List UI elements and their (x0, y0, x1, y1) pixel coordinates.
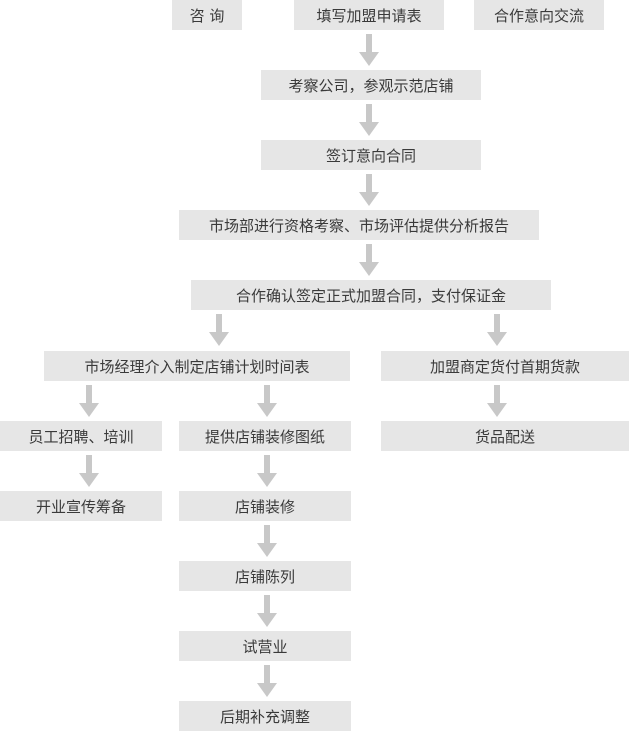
step-sign-intent: 签订意向合同 (261, 140, 481, 170)
step-formal-contract: 合作确认签定正式加盟合同，支付保证金 (191, 280, 551, 310)
step-assessment: 市场部进行资格考察、市场评估提供分析报告 (179, 210, 539, 240)
step-display: 店铺陈列 (179, 561, 351, 591)
arrow-down-icon (359, 34, 379, 68)
arrow-down-icon (257, 455, 277, 489)
arrow-down-icon (257, 385, 277, 419)
arrow-down-icon (209, 314, 229, 348)
step-adjust: 后期补充调整 (179, 701, 351, 731)
arrow-down-icon (359, 244, 379, 278)
step-promotion: 开业宣传筹备 (0, 491, 162, 521)
arrow-down-icon (257, 595, 277, 629)
step-decoration: 店铺装修 (179, 491, 351, 521)
arrow-down-icon (257, 665, 277, 699)
arrow-down-icon (79, 385, 99, 419)
step-schedule: 市场经理介入制定店铺计划时间表 (44, 351, 350, 381)
step-consult: 咨 询 (172, 0, 242, 30)
arrow-down-icon (257, 525, 277, 559)
step-intent-exchange: 合作意向交流 (474, 0, 604, 30)
step-apply-form: 填写加盟申请表 (294, 0, 444, 30)
arrow-down-icon (359, 174, 379, 208)
arrow-down-icon (359, 104, 379, 138)
step-trial: 试营业 (179, 631, 351, 661)
step-recruit: 员工招聘、培训 (0, 421, 162, 451)
arrow-down-icon (79, 455, 99, 489)
step-first-payment: 加盟商定货付首期货款 (381, 351, 629, 381)
step-delivery: 货品配送 (381, 421, 629, 451)
arrow-down-icon (487, 314, 507, 348)
arrow-down-icon (487, 385, 507, 419)
step-drawings: 提供店铺装修图纸 (179, 421, 351, 451)
step-inspect: 考察公司，参观示范店铺 (261, 70, 481, 100)
